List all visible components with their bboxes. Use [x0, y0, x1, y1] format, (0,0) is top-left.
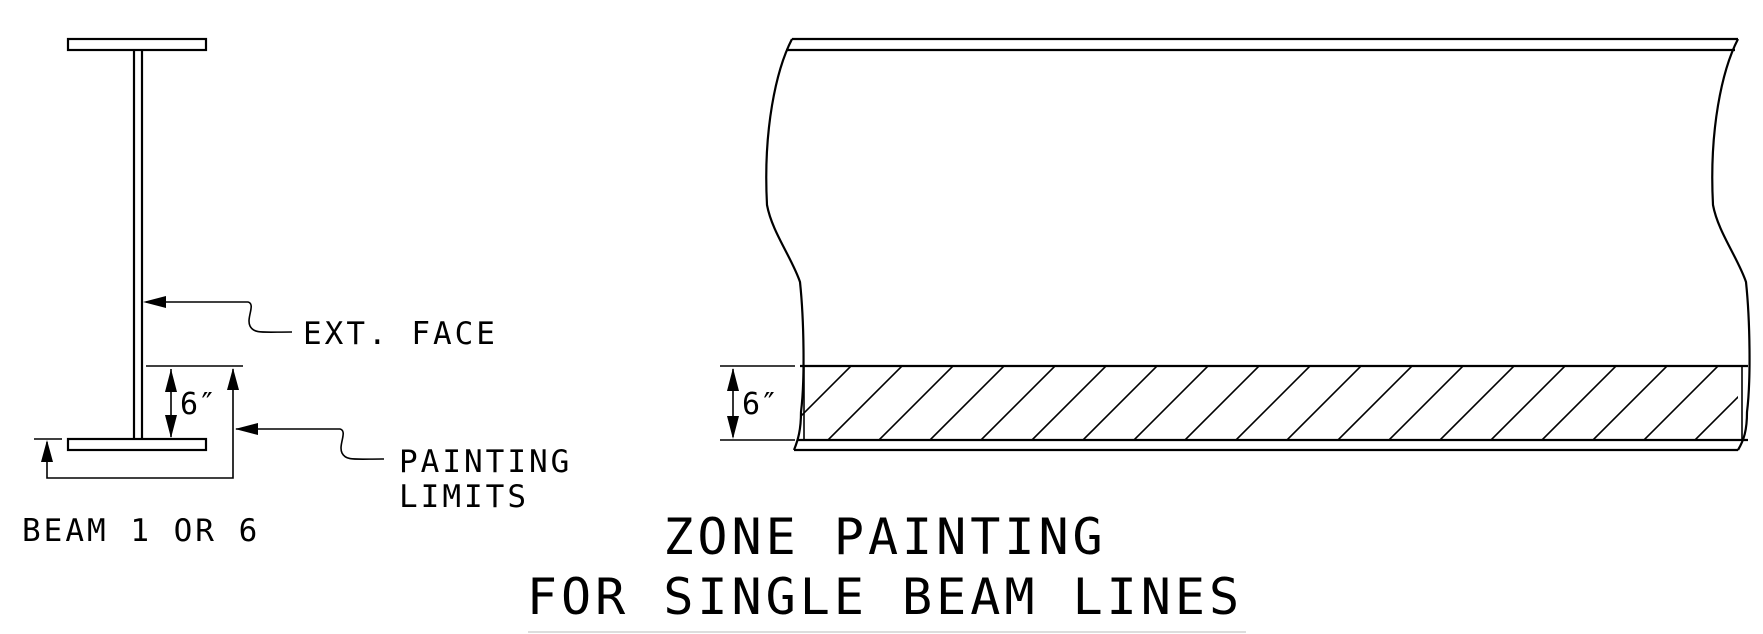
left-break-line	[765, 38, 805, 451]
beam-label: BEAM 1 OR 6	[22, 513, 260, 549]
ext-face-arrowhead	[143, 296, 166, 308]
section-dimension-6in	[146, 365, 243, 438]
painting-limits-label-line1: PAINTING	[399, 444, 572, 480]
hatch-line	[1439, 366, 1515, 440]
paint-zone-hatching	[800, 366, 1738, 440]
painting-limits-bracket	[34, 368, 239, 479]
painting-limits-leader	[235, 423, 385, 461]
beam-elevation	[765, 37, 1751, 452]
right-break-line	[1711, 38, 1751, 451]
elevation-dimension-label: 6″	[742, 387, 778, 422]
elevation-top-flange	[786, 37, 1738, 52]
beam-web	[132, 50, 144, 439]
section-dimension-label: 6″	[180, 387, 216, 422]
hatch-line	[1337, 366, 1413, 440]
ext-face-leader	[143, 296, 293, 334]
elevation-bottom-flange	[794, 438, 1748, 452]
hatch-line	[1694, 395, 1738, 440]
hatch-line	[878, 366, 954, 440]
hatch-line	[1388, 366, 1464, 440]
painting-limits-arrowhead	[235, 423, 258, 435]
hatch-line	[1643, 366, 1719, 440]
hatch-line	[1592, 366, 1668, 440]
hatch-line	[1235, 366, 1311, 440]
hatch-line	[1184, 366, 1260, 440]
hatch-line	[1286, 366, 1362, 440]
hatch-line	[980, 366, 1056, 440]
elevation-dimension-6in	[720, 365, 795, 441]
painting-limits-label-line2: LIMITS	[399, 479, 529, 515]
hatch-line	[1133, 366, 1209, 440]
hatch-line	[827, 366, 903, 440]
top-flange	[66, 37, 208, 52]
beam-cross-section	[66, 37, 208, 452]
ext-face-label: EXT. FACE	[303, 316, 498, 352]
bottom-flange	[66, 437, 208, 452]
hatch-line	[1031, 366, 1107, 440]
hatch-line	[929, 366, 1005, 440]
hatch-line	[1082, 366, 1158, 440]
title-line-2: FOR SINGLE BEAM LINES	[527, 568, 1243, 626]
title-line-1: ZONE PAINTING	[663, 508, 1106, 566]
hatch-line	[800, 366, 852, 419]
hatch-line	[1541, 366, 1617, 440]
hatch-line	[1490, 366, 1566, 440]
